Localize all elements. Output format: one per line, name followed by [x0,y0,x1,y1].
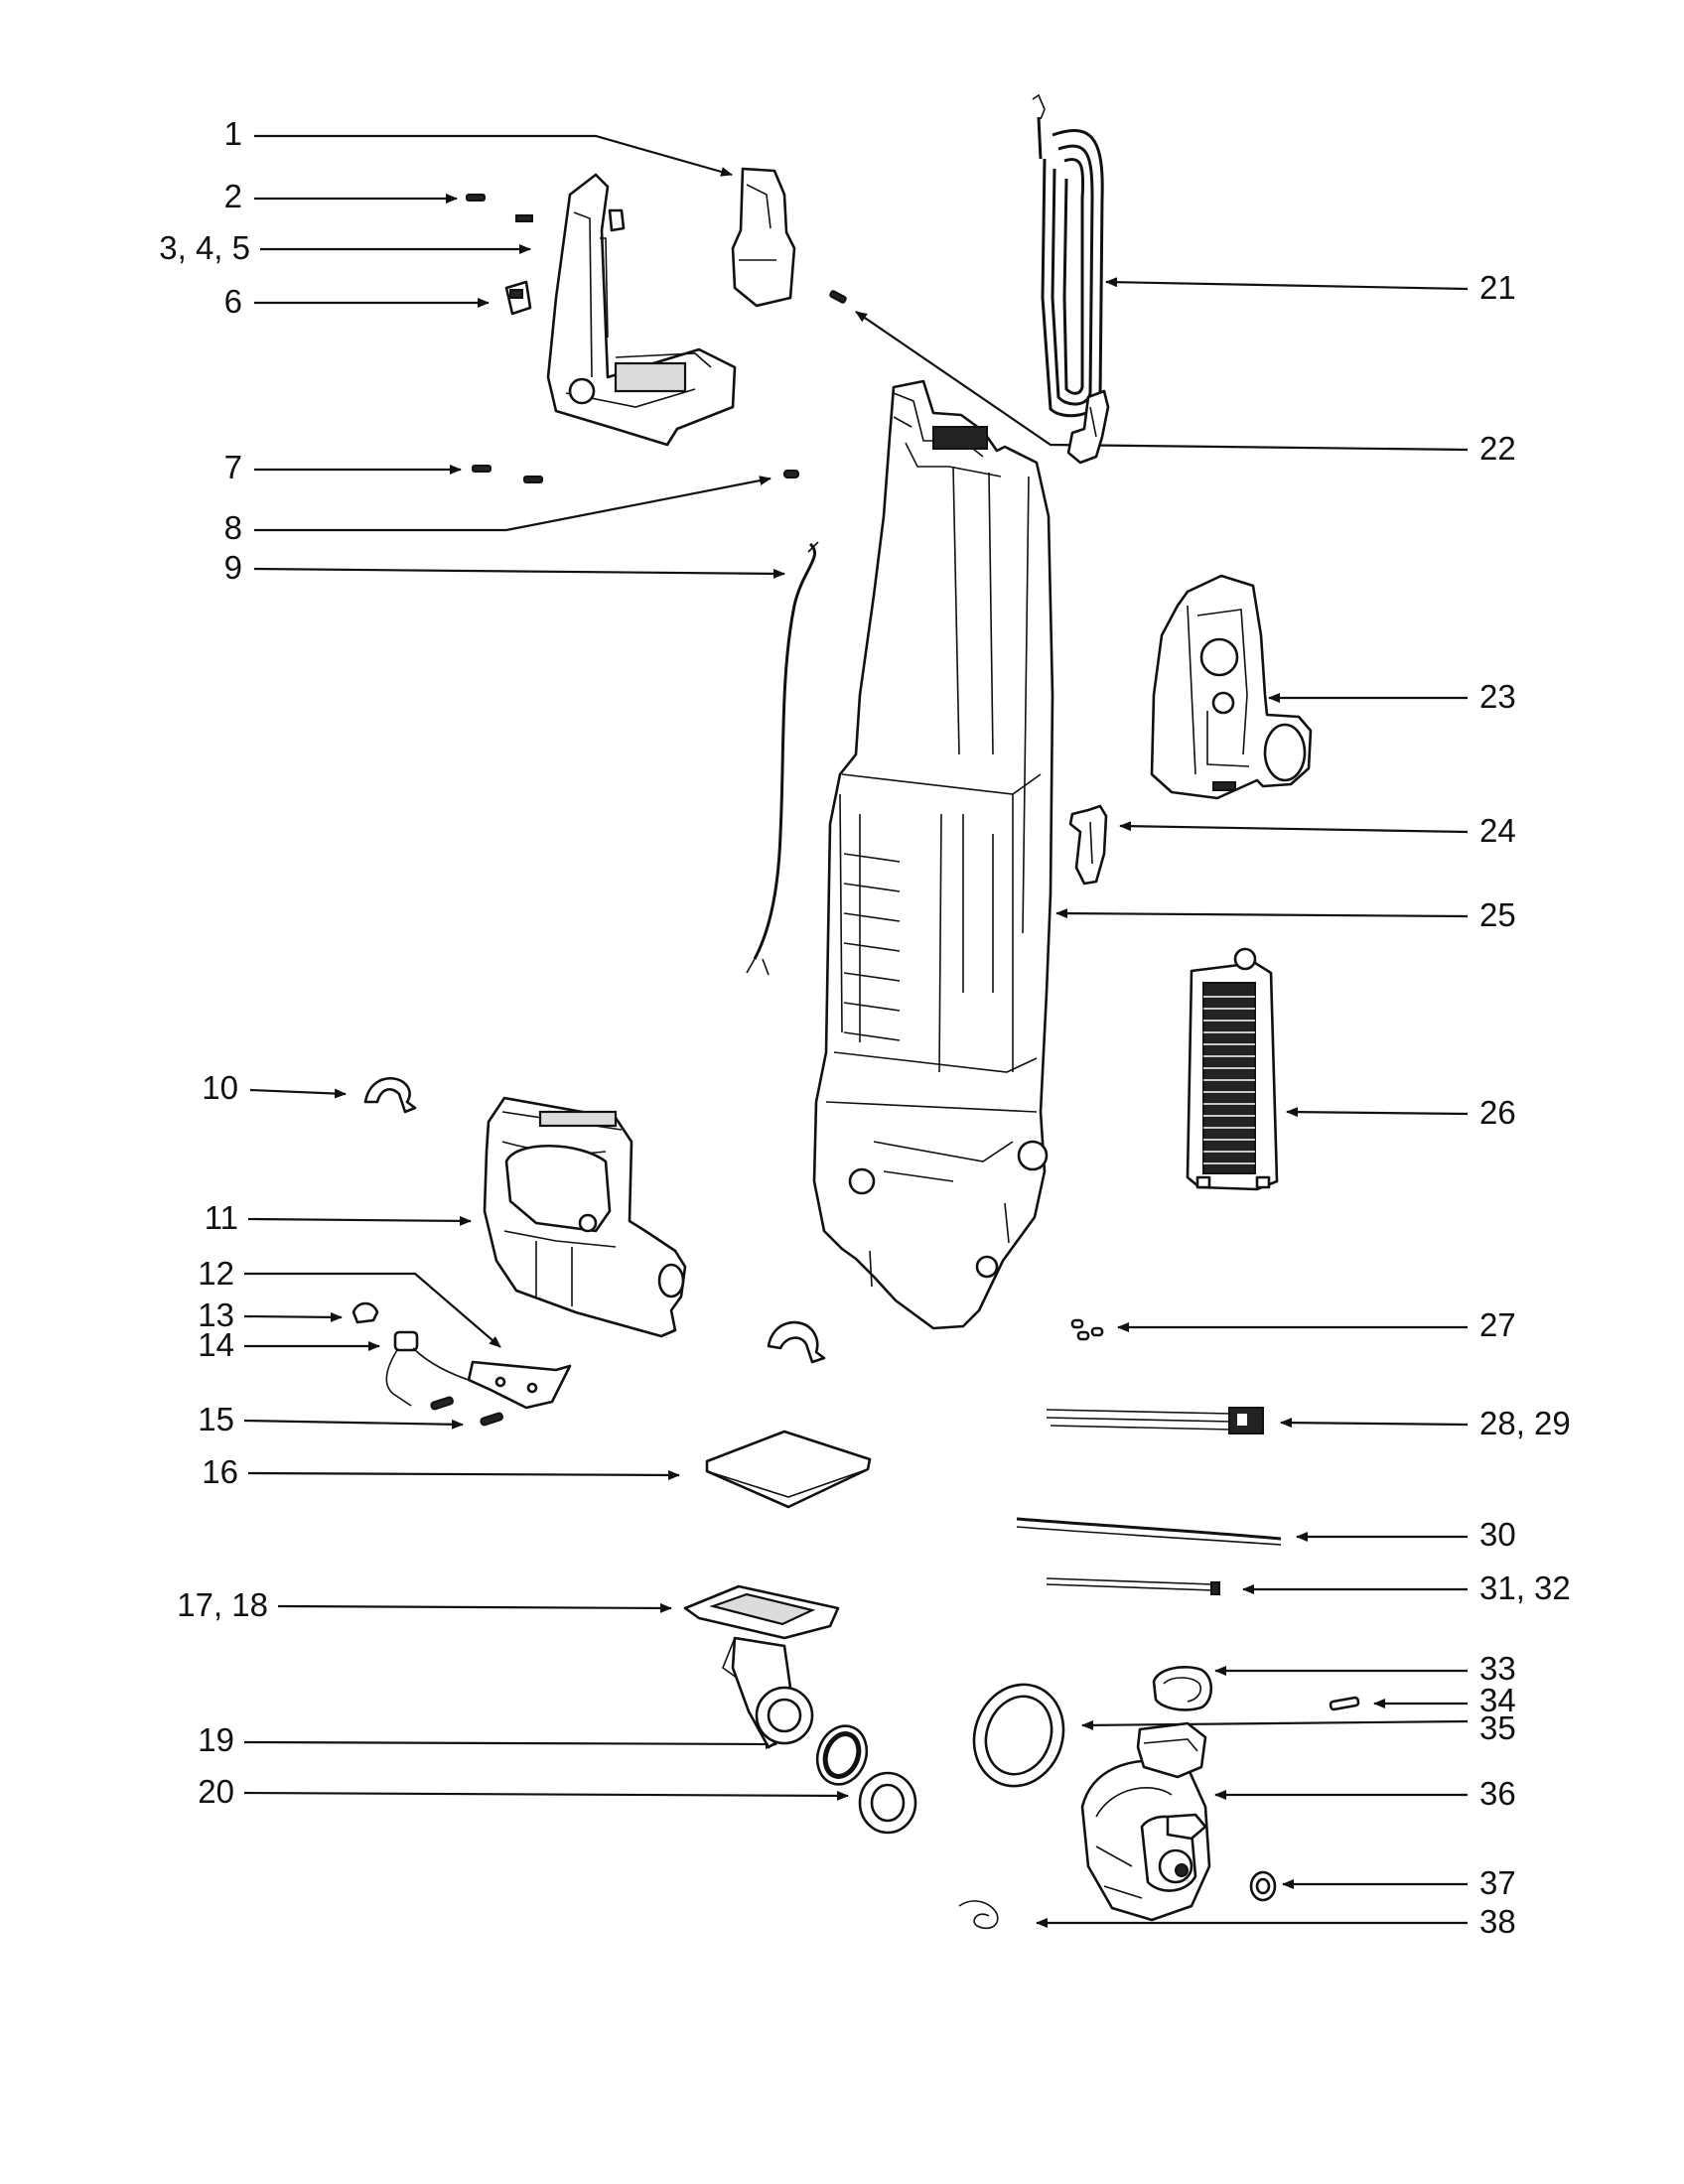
callout-36: 36 [1479,1775,1516,1812]
part-wire [746,541,819,976]
part-clamp-10 [363,1077,417,1114]
callout-1: 1 [224,115,242,152]
callout-21: 21 [1479,269,1516,306]
part-pin-34 [1329,1696,1360,1711]
arrow-13 [243,1311,343,1322]
arrow-26 [1286,1107,1469,1118]
callout-2: 2 [224,178,242,214]
part-filter-pad [705,1430,872,1509]
callout-30: 30 [1479,1516,1516,1553]
part-switch [504,280,532,316]
callout-25: 25 [1479,896,1516,933]
callout-6: 6 [224,283,242,320]
arrow-15 [243,1419,464,1430]
part-cord-hook [1068,804,1108,886]
arrow-20 [243,1790,849,1801]
part-cord-hook-upper [1066,389,1110,465]
part-rod-31-32 [1046,1577,1220,1595]
arrow-11 [247,1215,472,1226]
callout-12: 12 [198,1255,234,1292]
callout-26: 26 [1479,1094,1516,1131]
part-bag-cover [483,1096,687,1338]
arrow-16 [247,1469,680,1480]
callout-22: 22 [1479,430,1516,467]
arrow-9 [253,567,785,579]
callout-20: 20 [198,1773,234,1810]
callout-37: 37 [1479,1864,1516,1901]
part-spring-assembly [385,1330,476,1411]
part-spring-clip-38 [958,1900,999,1930]
callout-14: 14 [198,1326,234,1363]
part-nut-37 [1249,1870,1277,1902]
part-filter [1186,947,1279,1191]
part-clip-13 [351,1301,379,1324]
part-motor-ring [972,1683,1065,1788]
callout-27: 27 [1479,1306,1516,1343]
part-screws-7 [472,465,543,483]
arrow-19 [243,1738,777,1749]
part-main-body [812,379,1054,1330]
arrow-10 [249,1088,347,1099]
part-bag-coupler [683,1584,840,1749]
arrow-24 [1119,821,1469,834]
part-rod-30 [1016,1517,1282,1546]
callout-31-32: 31, 32 [1479,1570,1571,1606]
callout-33: 33 [1479,1650,1516,1687]
callout-23: 23 [1479,678,1516,715]
callout-19: 19 [198,1721,234,1758]
callout-15: 15 [198,1401,234,1437]
part-gasket-33 [1152,1666,1213,1711]
part-screw-8 [783,470,799,478]
part-clamp-middle [767,1320,826,1364]
callout-28-29: 28, 29 [1479,1405,1571,1441]
callout-10: 10 [202,1069,238,1106]
leader-arrows [243,134,1469,1928]
part-handle-cover [731,167,796,308]
arrow-28-29 [1280,1418,1469,1429]
callout-35: 35 [1479,1709,1516,1746]
body-vent-slats [843,853,901,1041]
part-rod-28-29 [1046,1407,1264,1434]
part-screw-22 [829,290,847,304]
part-washer-20 [858,1771,917,1835]
part-screw-15 [480,1412,503,1427]
callout-8: 8 [224,509,242,546]
arrow-8 [254,476,772,532]
callout-16: 16 [202,1453,238,1490]
part-ring-19 [815,1724,869,1786]
arrow-12 [244,1272,501,1348]
arrow-35 [1081,1719,1469,1730]
part-motor [1080,1721,1211,1922]
part-pedal-plate [467,1360,572,1410]
callout-34: 34 [1479,1682,1516,1718]
callout-labels: 1 2 3, 4, 5 6 7 8 9 10 11 12 13 14 15 16… [159,115,1570,1940]
callout-17-18: 17, 18 [177,1586,268,1623]
callout-38: 38 [1479,1903,1516,1940]
arrow-25 [1055,908,1469,919]
callout-13: 13 [198,1297,234,1333]
filter-pleats [1203,996,1255,1164]
part-power-cord [1032,93,1108,418]
callout-9: 9 [224,549,242,586]
callout-24: 24 [1479,812,1516,849]
part-screws-27 [1070,1318,1104,1341]
part-handle-assembly [515,173,737,447]
callout-11: 11 [205,1199,238,1236]
arrow-17-18 [277,1602,672,1613]
callout-3-4-5: 3, 4, 5 [159,229,250,266]
arrow-21 [1105,277,1469,291]
arrow-1 [254,134,733,177]
part-upper-housing [1150,574,1313,800]
arrow-22 [855,311,1469,452]
callout-7: 7 [224,449,242,485]
part-screw-2 [466,194,486,202]
